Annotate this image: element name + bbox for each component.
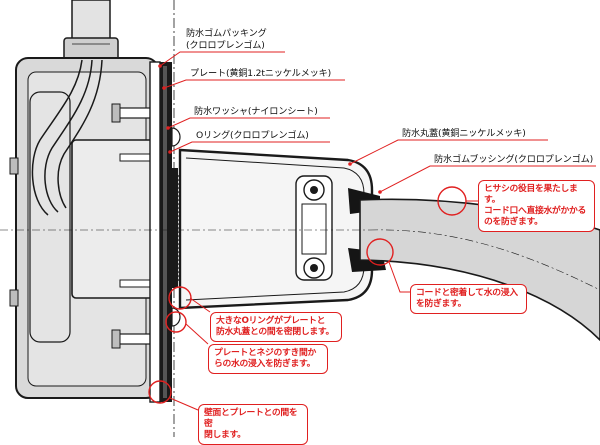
note-eaves-line2: コード口へ直接水がかかる [484,206,586,216]
note-big-oring-line1: 大きなOリングがプレートと [216,316,326,326]
mount-bumps [9,157,19,307]
note-big-oring: 大きなOリングがプレートと 防水丸蓋との間を密閉します。 [210,312,342,342]
note-wall: 壁面とプレートとの間を密 閉します。 [198,404,308,445]
plate-and-gasket [149,61,172,403]
note-eaves-line3: のを防ぎます。 [484,217,543,227]
cord-centerline [369,229,600,291]
label-bushing: 防水ゴムブッシング(クロロプレンゴム) [434,154,594,165]
note-big-oring-line2: 防水丸蓋との間を密閉します。 [216,327,334,337]
leader-lines [159,51,596,411]
label-plate: プレート(黄銅1.2tニッケルメッキ) [190,68,332,79]
label-washer: 防水ワッシャ(ナイロンシート) [194,106,318,117]
leader-arrowheads [158,64,382,194]
note-wall-line1: 壁面とプレートとの間を密 [204,408,298,429]
note-screw-gap-line1: プレートとネジのすき間か [214,348,316,358]
label-oring: Oリング(クロロプレンゴム) [196,130,309,141]
cap-outline [178,148,374,310]
note-screw-gap-line2: らの水の浸入を防ぎます。 [214,359,316,369]
label-gasket-line1: 防水ゴムパッキング [186,28,267,39]
conduit-pipe [63,0,119,61]
internal-wires [31,59,103,216]
note-wall-line2: 閉します。 [204,430,246,440]
box-screws [111,103,159,349]
note-cord: コードと密着して水の浸入 を防ぎます。 [410,284,527,314]
label-gasket-line2: (クロロプレンゴム) [186,40,265,51]
note-screw-gap: プレートとネジのすき間か らの水の浸入を防ぎます。 [208,344,328,374]
note-eaves: ヒサシの役目を果たします。 コード口へ直接水がかかる のを防ぎます。 [478,180,595,232]
note-cord-line2: を防ぎます。 [416,299,467,309]
cord-clamp [295,175,333,281]
note-cord-line1: コードと密着して水の浸入 [416,288,518,298]
label-round-cap: 防水丸蓋(黄銅ニッケルメッキ) [402,128,526,139]
note-eaves-line1: ヒサシの役目を果たします。 [484,184,578,205]
callout-circles [148,186,467,404]
device-body [71,139,159,299]
